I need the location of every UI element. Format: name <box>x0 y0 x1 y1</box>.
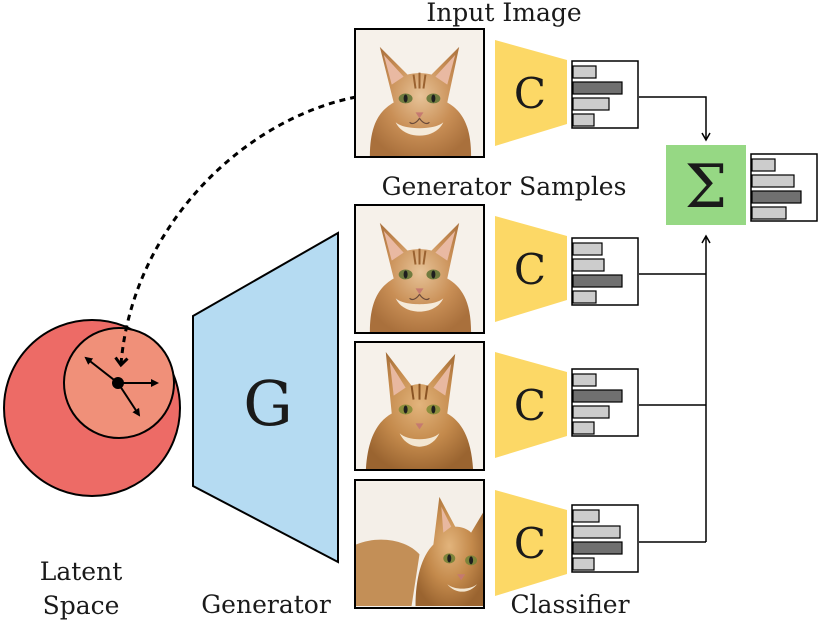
histogram-bar <box>572 113 595 127</box>
histogram-bar <box>572 557 595 571</box>
classifier-letter: C <box>514 69 546 118</box>
histogram-bar <box>751 190 802 204</box>
histogram-bar <box>572 541 623 555</box>
sum-symbol: Σ <box>685 152 727 222</box>
classifier-trapezoid <box>495 216 567 322</box>
generator-sample-3 <box>354 479 485 609</box>
generator-label: Generator <box>201 590 331 619</box>
generator: G Generator <box>192 231 339 619</box>
classifier-sample-1: C <box>495 216 567 322</box>
histogram-bar <box>572 242 603 256</box>
histogram-sample-1 <box>571 237 639 306</box>
classifier-letter: C <box>514 245 546 294</box>
histogram-aggregate <box>750 153 818 222</box>
classifier-sample-2: C <box>495 352 567 458</box>
histogram-sample-2 <box>571 368 639 437</box>
classifier-trapezoid <box>495 40 567 146</box>
histogram-bar <box>572 421 595 435</box>
histogram-bar <box>572 274 623 288</box>
histogram-input <box>571 60 639 129</box>
generator-sample-1 <box>354 204 485 334</box>
latent-space: Latent Space <box>3 319 181 620</box>
classifier-letter: C <box>514 519 546 568</box>
classifier-sample-3: C <box>495 490 567 596</box>
sum-box <box>666 145 746 225</box>
generator-samples-label: Generator Samples <box>382 172 627 201</box>
sum-block: Σ <box>666 145 746 225</box>
histogram-bar <box>572 405 610 419</box>
perturbation-arrow-down-right <box>117 382 141 417</box>
histogram-bar <box>572 290 597 304</box>
histogram-bar <box>572 81 623 95</box>
aggregation-connectors <box>639 96 711 543</box>
histogram-bar <box>751 158 776 172</box>
histogram-bar <box>572 65 597 79</box>
histogram-bar <box>751 206 787 220</box>
latent-space-label-line2: Space <box>43 591 120 620</box>
generator-trapezoid <box>192 231 339 564</box>
histogram-bar <box>572 97 610 111</box>
histogram-sample-3 <box>571 504 639 573</box>
input-image-label: Input Image <box>426 0 581 27</box>
latent-space-label-line1: Latent <box>40 557 123 586</box>
classifier-input: C <box>495 40 567 146</box>
generator-sample-2 <box>354 341 485 471</box>
classifier-label: Classifier <box>510 590 629 619</box>
classifier-trapezoid <box>495 490 567 596</box>
histogram-bar <box>751 174 795 188</box>
classifier-trapezoid <box>495 352 567 458</box>
histogram-bar <box>572 389 623 403</box>
connector-input-to-sum <box>639 96 711 142</box>
generator-letter: G <box>243 367 293 440</box>
histogram-bar <box>572 525 621 539</box>
input-image <box>354 28 485 158</box>
histogram-bar <box>572 258 605 272</box>
classifier-letter: C <box>514 381 546 430</box>
inversion-dotted-path <box>121 95 357 364</box>
histogram-bar <box>572 509 600 523</box>
perturbation-arrow-up-left <box>84 356 119 384</box>
histogram-bar <box>572 373 597 387</box>
